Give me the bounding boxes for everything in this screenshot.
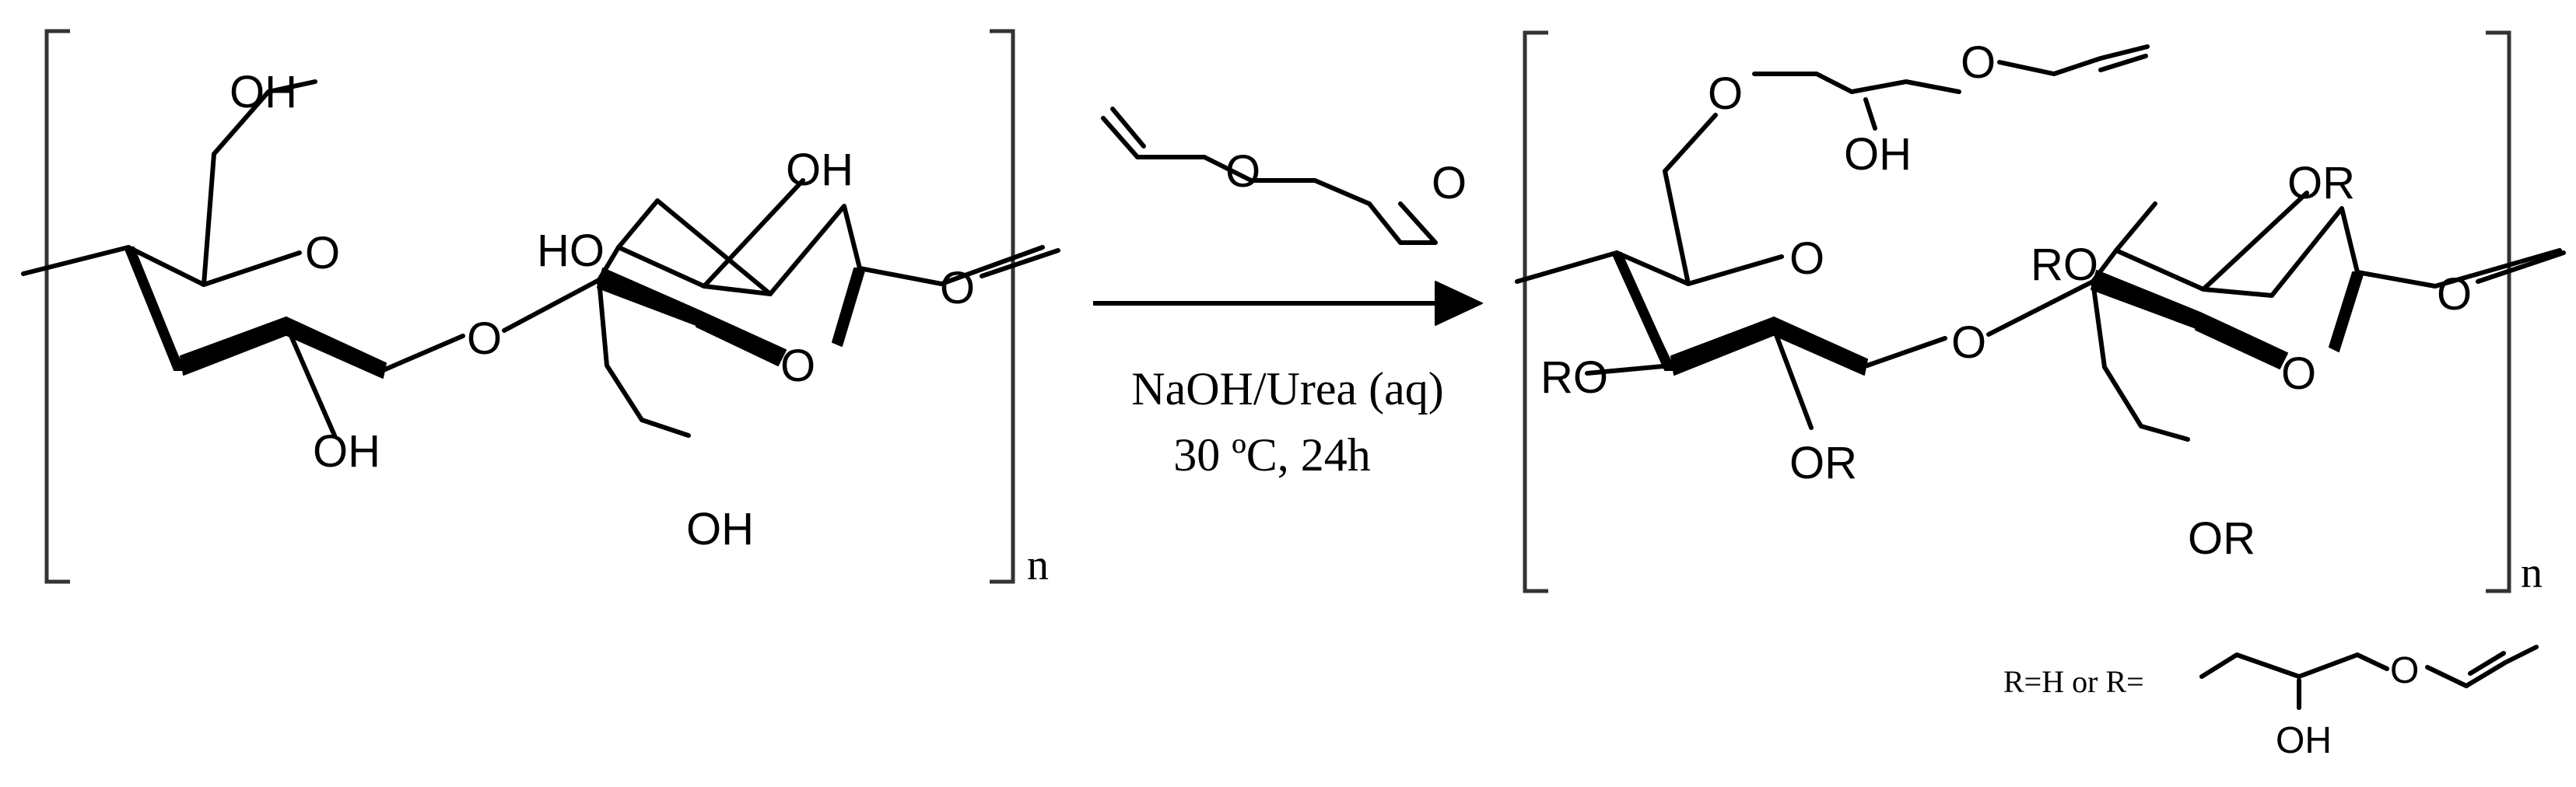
product-allyl-cellulose: n O OH O O RO OR O <box>1515 30 2566 597</box>
reaction-conditions-line-1: NaOH/Urea (aq) <box>1131 363 1443 414</box>
product-right-glucose-ring: RO OR O OR <box>2031 158 2562 564</box>
product-ring-oxygen-left: O <box>1789 233 1824 284</box>
reaction-conditions-line-2: 30 ºC, 24h <box>1173 429 1371 481</box>
reactant-oh-c2-left: OH <box>313 426 380 477</box>
reagent-epoxide-oxygen: O <box>1432 158 1467 208</box>
reagent-allyl-glycidyl-ether: O O <box>1101 107 1467 245</box>
product-allyl-side-chain: O OH O <box>1663 37 2150 286</box>
reactant-ring-oxygen-left: O <box>305 228 340 278</box>
r-definition-ether-oxygen: O <box>2390 650 2419 691</box>
product-or-c2-left: OR <box>1789 438 1857 488</box>
product-side-oxygen-1: O <box>1708 68 1743 119</box>
reactant-left-glucose-ring: O OH OH <box>21 67 465 477</box>
product-or-c3-left: RO <box>1540 352 1608 403</box>
reactant-repeat-subscript: n <box>1027 541 1049 589</box>
reactant-chain-end-oxygen: O <box>940 263 975 313</box>
product-glycosidic-oxygen: O <box>1951 317 1986 368</box>
product-side-hydroxyl: OH <box>1844 129 1912 180</box>
reactant-right-glucose-ring: HO OH O OH <box>537 145 1045 554</box>
r-definition-label: R=H or R= <box>2003 664 2144 699</box>
product-or-c6-right: OR <box>2188 513 2255 564</box>
product-or-c2-right: OR <box>2287 158 2355 208</box>
product-repeat-subscript: n <box>2521 549 2543 597</box>
product-right-bracket <box>2486 30 2511 593</box>
reactant-cellulose: n O OH OH O HO <box>21 29 1060 589</box>
product-ring-oxygen-right: O <box>2281 348 2316 399</box>
reactant-right-bracket <box>990 29 1015 584</box>
product-ro-c3-right: RO <box>2031 240 2098 290</box>
product-left-glucose-ring: O RO OR <box>1515 233 1947 488</box>
reagent-ether-oxygen: O <box>1225 146 1260 197</box>
reactant-left-bracket <box>44 29 70 584</box>
product-chain-end-oxygen: O <box>2437 269 2472 320</box>
reaction-arrow <box>1093 281 1483 326</box>
reactant-ho-c3-right: HO <box>537 226 605 276</box>
reactant-oh-c6-right: OH <box>686 504 754 554</box>
product-side-oxygen-2: O <box>1961 37 1996 88</box>
r-group-definition: R=H or R= O OH <box>2003 645 2539 761</box>
r-definition-hydroxyl: OH <box>2276 720 2332 761</box>
reactant-ring-oxygen-right: O <box>780 341 815 391</box>
reactant-oh-c6-left: OH <box>230 67 297 117</box>
reactant-oh-c2-right: OH <box>786 145 853 195</box>
product-left-bracket <box>1523 30 1548 593</box>
reactant-glycosidic-oxygen: O <box>467 313 502 364</box>
